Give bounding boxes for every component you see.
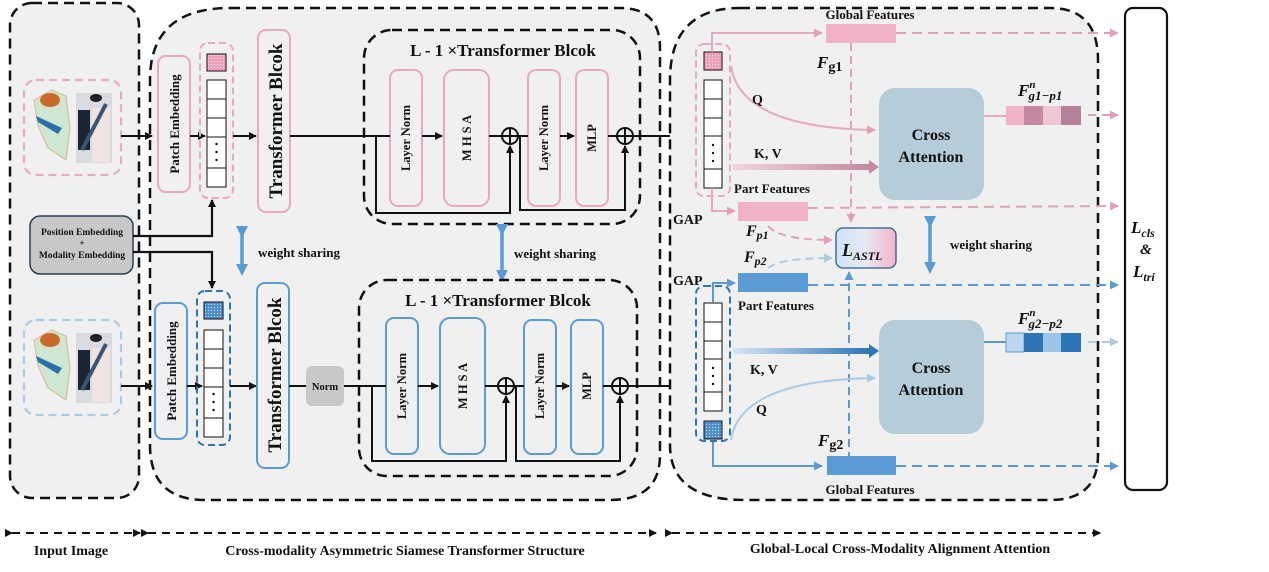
tri-loss-label: Ltri bbox=[1132, 262, 1155, 284]
alignment-bottom-branch: GAP Fp2 Part Features K, V Q Cross Atten… bbox=[673, 249, 1119, 497]
patch-embedding-bottom: Patch Embedding bbox=[154, 302, 188, 440]
section-label-siamese: Cross-modality Asymmetric Siamese Transf… bbox=[225, 544, 585, 559]
kv-label: K, V bbox=[754, 147, 782, 162]
gap-label: GAP bbox=[673, 213, 703, 228]
patch-embedding-top: Patch Embedding bbox=[157, 55, 191, 193]
transformer-block-label: Transformer Blcok bbox=[265, 297, 286, 452]
sketch-image bbox=[33, 89, 71, 161]
cross-attention-top: Cross Attention bbox=[879, 88, 984, 200]
fused-feature-top bbox=[1006, 106, 1081, 125]
fg2-label: Fg2 bbox=[817, 431, 843, 453]
part-features-label: Part Features bbox=[734, 181, 810, 196]
layer-norm-label: Layer Norm bbox=[537, 104, 551, 171]
svg-text:Cross: Cross bbox=[912, 127, 951, 144]
position-modality-embedding: Position Embedding + Modality Embedding bbox=[29, 215, 134, 275]
svg-text:Attention: Attention bbox=[899, 382, 964, 399]
kv-label: K, V bbox=[750, 363, 778, 378]
ampersand: & bbox=[1140, 242, 1152, 258]
q-label: Q bbox=[752, 93, 763, 108]
cls-loss-label: Lcls bbox=[1130, 218, 1155, 240]
svg-text:Cross: Cross bbox=[912, 360, 951, 377]
weight-sharing-label: weight sharing bbox=[950, 237, 1032, 252]
patch-embedding-label: Patch Embedding bbox=[167, 74, 182, 174]
transformer-block-label: Transformer Blcok bbox=[266, 43, 287, 198]
layer-norm-label: Layer Norm bbox=[533, 352, 547, 419]
embedding-line1: Position Embedding bbox=[41, 228, 123, 238]
input-image-infrared bbox=[22, 318, 123, 417]
embedding-line3: Modality Embedding bbox=[39, 251, 126, 261]
alignment-top-branch: Global Features Fg1 Q K, V Cross Attenti… bbox=[673, 7, 1119, 245]
transformer-block-bottom: Transformer Blcok bbox=[256, 282, 290, 469]
q-label: Q bbox=[756, 403, 767, 418]
mhsa-label: M H S A bbox=[460, 115, 474, 161]
stack-title: L - 1 ×Transformer Blcok bbox=[405, 291, 591, 310]
top-branch: Patch Embedding Transformer Blcok L - 1 … bbox=[121, 28, 702, 226]
embedding-line2: + bbox=[79, 239, 84, 249]
photo-image bbox=[76, 93, 112, 163]
transformer-stack-bottom: L - 1 ×Transformer Blcok Layer Norm M H … bbox=[357, 278, 639, 478]
astl-loss-box: LASTL bbox=[835, 227, 897, 269]
section-label-alignment: Global-Local Cross-Modality Alignment At… bbox=[750, 542, 1051, 557]
global-features-label: Global Features bbox=[826, 482, 915, 497]
weight-sharing-label: weight sharing bbox=[258, 245, 340, 260]
astl-label: LASTL bbox=[841, 240, 882, 263]
mlp-label: MLP bbox=[580, 372, 594, 400]
svg-text:Attention: Attention bbox=[899, 149, 964, 166]
mhsa-label: M H S A bbox=[456, 363, 470, 409]
cross-attention-bottom: Cross Attention bbox=[879, 320, 984, 434]
token-stack-top bbox=[199, 42, 234, 199]
patch-embedding-label: Patch Embedding bbox=[164, 321, 179, 421]
gap-label: GAP bbox=[673, 274, 703, 289]
weight-sharing-indicator: weight sharing bbox=[924, 216, 1032, 274]
sketch-image bbox=[33, 329, 71, 401]
weight-sharing-indicator: weight sharing bbox=[496, 224, 596, 282]
fp2-label: Fp2 bbox=[743, 249, 767, 268]
weight-sharing-indicator: weight sharing bbox=[236, 226, 340, 276]
photo-image bbox=[76, 333, 112, 403]
fused-feature-bottom bbox=[1005, 332, 1081, 353]
norm-label: Norm bbox=[312, 382, 338, 393]
global-features-label: Global Features bbox=[826, 7, 915, 22]
layer-norm-label: Layer Norm bbox=[395, 352, 409, 419]
fp1-label: Fp1 bbox=[745, 223, 769, 242]
norm-block: Norm bbox=[306, 366, 344, 406]
fg1-label: Fg1 bbox=[816, 53, 842, 75]
loss-box: Lcls & Ltri bbox=[1123, 6, 1169, 492]
weight-sharing-label: weight sharing bbox=[514, 246, 596, 261]
part-features-label: Part Features bbox=[738, 298, 814, 313]
section-label-input: Input Image bbox=[34, 544, 108, 559]
input-image-visible bbox=[22, 78, 123, 177]
layer-norm-label: Layer Norm bbox=[399, 104, 413, 171]
transformer-stack-top: L - 1 ×Transformer Blcok Layer Norm M H … bbox=[362, 28, 642, 226]
transformer-block-top: Transformer Blcok bbox=[257, 29, 291, 213]
stack-title: L - 1 ×Transformer Blcok bbox=[410, 41, 596, 60]
bottom-branch: Patch Embedding Transformer Blcok Norm L… bbox=[121, 278, 702, 478]
token-stack-bottom bbox=[196, 290, 231, 446]
mlp-label: MLP bbox=[585, 124, 599, 152]
